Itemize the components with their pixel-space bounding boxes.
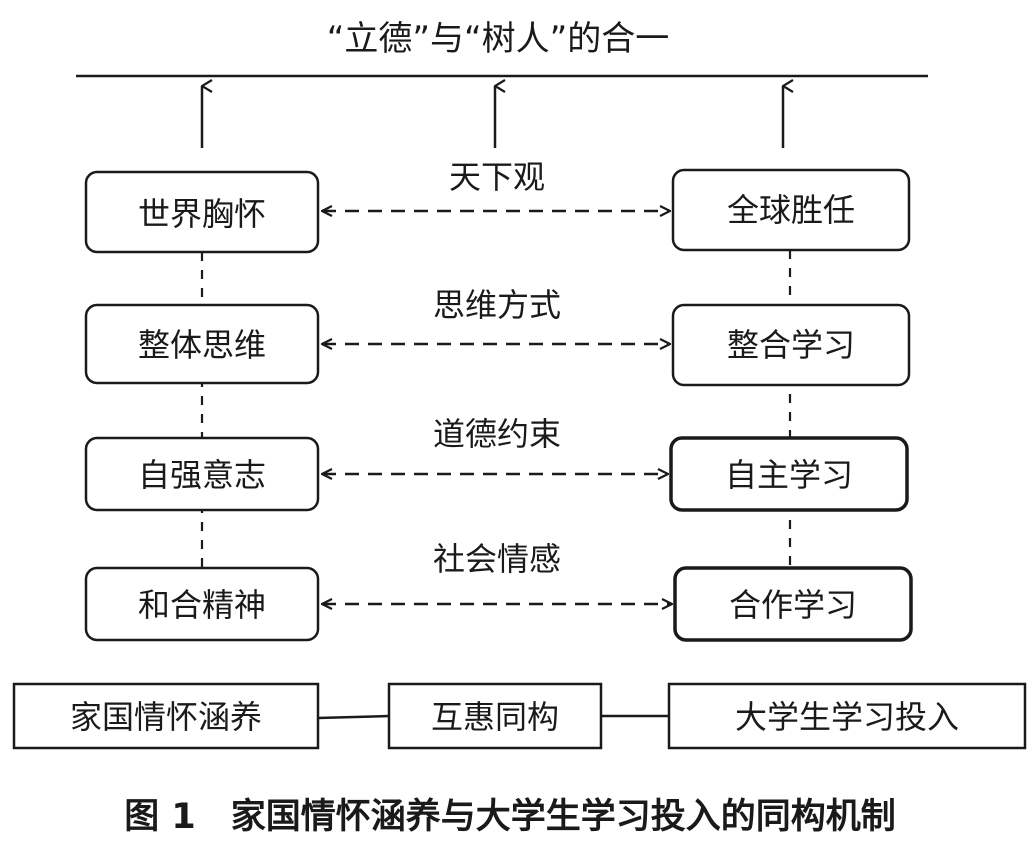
bottom-box-left: 家国情怀涵养: [12, 682, 320, 750]
right-box-2: 整合学习: [671, 303, 911, 387]
right-box-label: 自主学习: [725, 456, 853, 494]
right-box-4: 合作学习: [673, 566, 913, 642]
link-label-1: 天下观: [449, 158, 545, 196]
left-box-label: 整体思维: [138, 326, 266, 364]
right-box-3: 自主学习: [669, 436, 909, 512]
right-box-label: 整合学习: [727, 326, 855, 364]
bottom-box-right-label: 大学生学习投入: [735, 698, 959, 736]
bottom-box-middle-label: 互惠同构: [431, 698, 559, 736]
left-box-1: 世界胸怀: [84, 170, 320, 254]
right-box-1: 全球胜任: [671, 168, 911, 252]
link-label-4: 社会情感: [433, 540, 561, 578]
bottom-box-left-label: 家国情怀涵养: [70, 698, 262, 736]
left-box-label: 自强意志: [138, 456, 266, 494]
top-title: “立德”与“树人”的合一: [327, 19, 669, 59]
bottom-box-middle: 互惠同构: [387, 682, 603, 750]
bottom-connector-left: [317, 714, 390, 720]
left-box-3: 自强意志: [84, 436, 320, 512]
left-box-2: 整体思维: [84, 303, 320, 385]
link-label-3: 道德约束: [433, 415, 561, 453]
right-box-label: 全球胜任: [727, 191, 855, 229]
left-box-4: 和合精神: [84, 566, 320, 642]
right-box-label: 合作学习: [729, 586, 857, 624]
left-box-label: 和合精神: [138, 586, 266, 624]
figure-caption: 图 1 家国情怀涵养与大学生学习投入的同构机制: [124, 796, 896, 837]
bottom-box-right: 大学生学习投入: [667, 682, 1027, 750]
link-label-2: 思维方式: [433, 286, 561, 324]
left-box-label: 世界胸怀: [138, 195, 266, 233]
